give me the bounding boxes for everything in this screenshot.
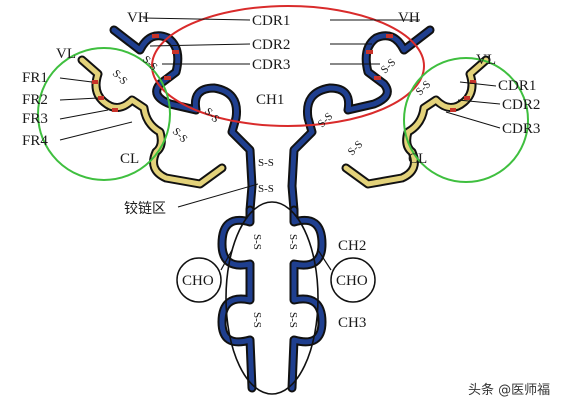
label-cho-right: CHO bbox=[336, 273, 368, 289]
ss-bond: S-S bbox=[251, 234, 263, 250]
label-cdr3-right: CDR3 bbox=[502, 121, 540, 137]
ss-bond: S-S bbox=[110, 68, 130, 88]
ss-bond: S-S bbox=[202, 106, 222, 126]
label-fr4: FR4 bbox=[22, 133, 48, 149]
label-vh-left: VH bbox=[127, 10, 149, 26]
label-cdr3: CDR3 bbox=[252, 57, 290, 73]
heavy-chain-left bbox=[109, 25, 257, 215]
ss-bond: S-S bbox=[258, 183, 274, 195]
label-fr2: FR2 bbox=[22, 92, 48, 108]
ss-bond: S-S bbox=[287, 234, 299, 250]
label-ch1: CH1 bbox=[256, 92, 284, 108]
fc-ellipse bbox=[225, 201, 319, 395]
heavy-chain-right bbox=[287, 25, 435, 215]
cho-left-link bbox=[220, 249, 233, 271]
label-fr1: FR1 bbox=[22, 70, 48, 86]
ss-bond: S-S bbox=[170, 126, 190, 146]
watermark: 头条 @医师福 bbox=[468, 382, 550, 398]
ss-bond: S-S bbox=[287, 312, 299, 328]
label-cdr2-right: CDR2 bbox=[502, 97, 540, 113]
label-cl-right: CL bbox=[408, 151, 427, 167]
ss-bond: S-S bbox=[379, 56, 399, 76]
label-hinge: 铰链区 bbox=[124, 201, 166, 217]
label-ch3: CH3 bbox=[338, 315, 366, 331]
label-cdr1-right: CDR1 bbox=[498, 78, 536, 94]
left-light-variable-circle bbox=[37, 47, 171, 181]
cdr-highlights bbox=[92, 34, 476, 112]
label-vl-left: VL bbox=[56, 46, 76, 62]
cho-left-circle bbox=[176, 257, 222, 303]
label-cl-left: CL bbox=[120, 151, 139, 167]
label-cho-left: CHO bbox=[182, 273, 214, 289]
variable-region-ellipse bbox=[151, 5, 425, 127]
label-ch2: CH2 bbox=[338, 238, 366, 254]
ss-bond: S-S bbox=[140, 54, 160, 74]
cho-right-circle bbox=[330, 257, 376, 303]
cho-right-link bbox=[317, 249, 332, 271]
label-vh-right: VH bbox=[398, 10, 420, 26]
ss-bond: S-S bbox=[346, 138, 366, 158]
label-fr3: FR3 bbox=[22, 111, 48, 127]
leader-lines bbox=[59, 17, 501, 208]
right-light-variable-circle bbox=[403, 57, 529, 183]
label-vl-right: VL bbox=[476, 52, 496, 68]
ss-bond: S-S bbox=[251, 312, 263, 328]
label-cdr2: CDR2 bbox=[252, 37, 290, 53]
fc-region bbox=[217, 205, 327, 393]
ss-bond: S-S bbox=[258, 157, 274, 169]
label-cdr1: CDR1 bbox=[252, 13, 290, 29]
ss-bond: S-S bbox=[316, 110, 336, 130]
light-chain-left bbox=[77, 55, 227, 189]
